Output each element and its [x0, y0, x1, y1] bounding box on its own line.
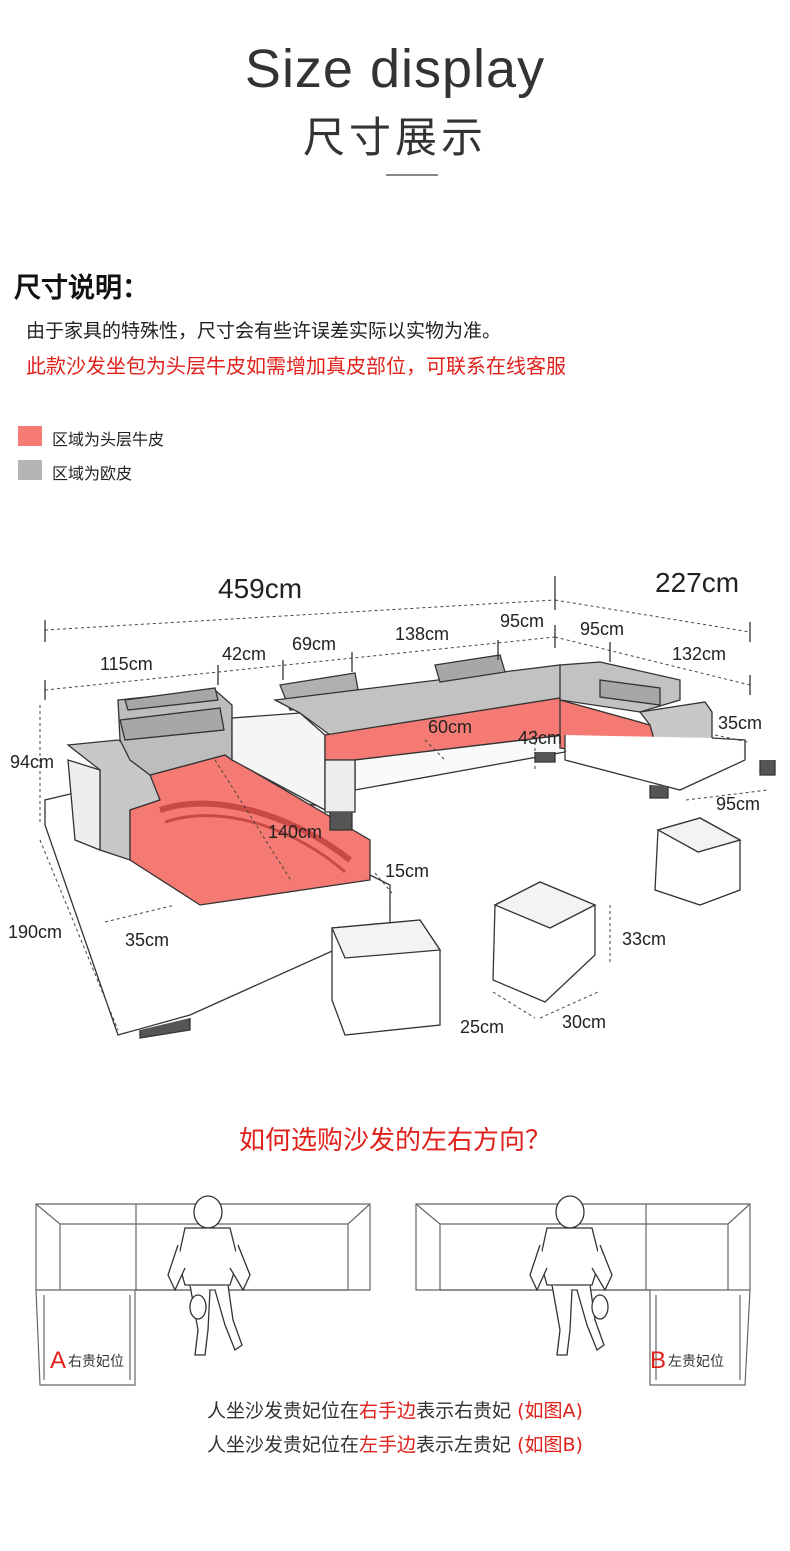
dim-42: 42cm	[222, 644, 266, 664]
legend-label-pu: 区域为欧皮	[52, 464, 133, 483]
dim-115: 115cm	[100, 654, 153, 674]
dim-ottoman-33: 33cm	[622, 929, 666, 949]
dim-132: 132cm	[672, 644, 726, 664]
caption-left-chaise: 人坐沙发贵妃位在左手边表示左贵妃 (如图B)	[0, 1430, 790, 1457]
dim-height-94: 94cm	[10, 752, 54, 772]
dim-chaise-190: 190cm	[8, 922, 62, 942]
leather-notice: 此款沙发坐包为头层牛皮如需增加真皮部位，可联系在线客服	[26, 354, 566, 378]
dim-seat-43: 43cm	[518, 728, 562, 748]
dim-total-length: 459cm	[218, 573, 302, 604]
orientation-question: 如何选购沙发的左右方向？	[238, 1126, 551, 1156]
dim-total-depth: 227cm	[655, 567, 739, 598]
caption-2-hand: 左手边	[359, 1434, 417, 1456]
caption-1-pre: 人坐沙发贵妃位在	[207, 1400, 360, 1422]
right-chaise-diagram: A 右贵妃位	[35, 1195, 371, 1386]
title-divider	[386, 174, 438, 176]
dim-side-35: 35cm	[718, 713, 762, 733]
legend-label-leather: 区域为头层牛皮	[52, 430, 165, 449]
dim-138: 138cm	[395, 624, 449, 644]
dim-95-corner: 95cm	[580, 619, 624, 639]
sofa-dimension-diagram: 459cm 227cm 115cm 42cm 69cm 138cm 95cm 9…	[8, 567, 776, 1039]
page-title-cn: 尺寸展示	[302, 113, 487, 162]
caption-1-hand: 右手边	[359, 1400, 417, 1422]
position-b-letter: B	[650, 1347, 666, 1374]
caption-1-ref: (如图A)	[511, 1400, 583, 1422]
caption-2-post: 表示左贵妃	[416, 1434, 512, 1456]
position-a-letter: A	[50, 1347, 66, 1374]
caption-2-pre: 人坐沙发贵妃位在	[207, 1434, 360, 1456]
dim-base-15: 15cm	[385, 861, 429, 881]
size-notes-disclaimer: 由于家具的特殊性，尺寸会有些许误差实际以实物为准。	[26, 320, 502, 342]
caption-right-chaise: 人坐沙发贵妃位在右手边表示右贵妃 (如图A)	[0, 1396, 790, 1423]
legend-swatch-leather	[18, 426, 42, 446]
dim-ottoman-25: 25cm	[460, 1017, 504, 1037]
page-title-en: Size display	[244, 39, 546, 99]
size-notes-heading: 尺寸说明：	[14, 273, 149, 304]
dim-ottoman-30: 30cm	[562, 1012, 606, 1032]
caption-1-post: 表示右贵妃	[416, 1400, 512, 1422]
caption-2-ref: (如图B)	[511, 1434, 583, 1456]
dim-side-95: 95cm	[716, 794, 760, 814]
dim-chaise-140: 140cm	[268, 822, 322, 842]
dim-arm-35: 35cm	[125, 930, 169, 950]
left-chaise-diagram: B 左贵妃位	[415, 1195, 751, 1386]
position-a-label: 右贵妃位	[68, 1353, 124, 1369]
dim-95-back: 95cm	[500, 611, 544, 631]
dim-seat-60: 60cm	[428, 717, 472, 737]
dim-69: 69cm	[292, 634, 336, 654]
position-b-label: 左贵妃位	[668, 1353, 724, 1369]
legend-swatch-pu	[18, 460, 42, 480]
